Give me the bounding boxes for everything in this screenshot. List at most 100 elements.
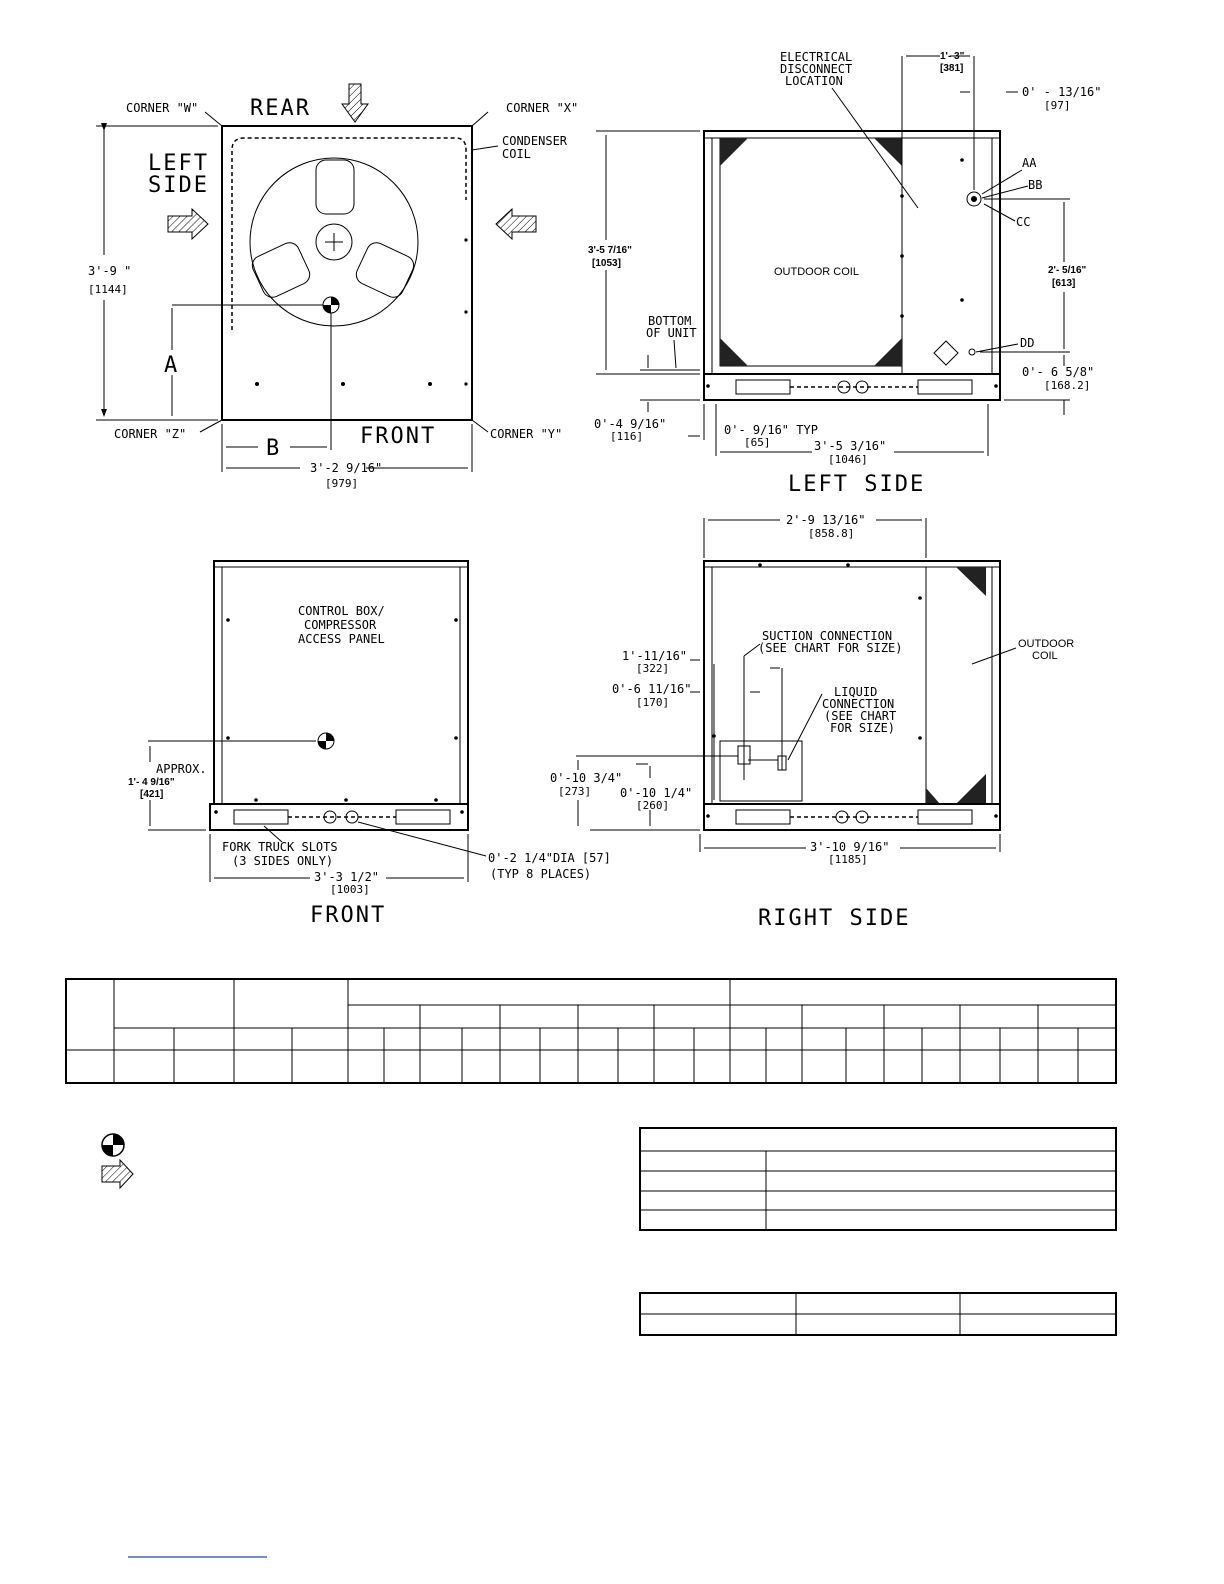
liquid-label-2: CONNECTION (822, 697, 894, 711)
fan-blade (251, 242, 311, 298)
panel-label-3: ACCESS PANEL (298, 632, 385, 646)
lift-hole (323, 810, 337, 824)
approx-dimension-mm: [421] (140, 789, 163, 800)
rs-width-dimension-mm: [858.8] (808, 527, 854, 540)
service-valve-box (719, 740, 803, 802)
bottom-label-1: BOTTOM (648, 314, 691, 328)
unit-outline (703, 560, 1001, 805)
fan-orifice (249, 157, 419, 327)
rs-dim-1: 1'-11/16" (622, 649, 687, 663)
connection-aa-icon (966, 191, 982, 207)
corner-w-label: CORNER "W" (126, 101, 198, 115)
height-dimension-mm: [1144] (88, 283, 128, 296)
rs-dim-3: 0'-10 3/4" (550, 771, 622, 785)
rs-dim-1-mm: [322] (636, 662, 669, 675)
typ-dimension: 0'- 9/16" TYP (724, 423, 818, 437)
front-title: FRONT (310, 903, 386, 928)
front-width-dimension: 3'-3 1/2" (314, 870, 379, 884)
bb-label: BB (1028, 178, 1042, 192)
dimension-b: B (266, 436, 281, 461)
airflow-arrow-icon (341, 83, 369, 123)
unit-outline (703, 130, 1001, 375)
corner-y-label: CORNER "Y" (490, 427, 562, 441)
right-top-dimension-mm: [97] (1044, 99, 1071, 112)
airflow-arrow-icon (167, 207, 209, 241)
left-side-label: LEFT (148, 151, 209, 176)
height-dimension: 3'-9 " (88, 264, 131, 278)
dimension-table (65, 978, 1117, 1084)
unit-outline (213, 560, 469, 805)
base-rail (209, 803, 469, 831)
aa-label: AA (1022, 156, 1037, 170)
dd-label: DD (1020, 336, 1034, 350)
hole-dia-label: 0'-2 1/4"DIA [57] (488, 851, 611, 865)
right-side-title: RIGHT SIDE (758, 906, 910, 931)
base-dimension-mm: [116] (610, 430, 643, 443)
unit-outline (221, 125, 473, 421)
rs-length-dimension-mm: [1185] (828, 853, 868, 866)
rs-width-dimension: 2'-9 13/16" (786, 513, 865, 527)
rs-length-dimension: 3'-10 9/16" (810, 840, 889, 854)
base-rail (703, 803, 1001, 831)
connection-dd-icon (968, 348, 976, 356)
suction-label-2: (SEE CHART FOR SIZE) (758, 641, 903, 655)
suction-label-1: SUCTION CONNECTION (762, 629, 892, 643)
right-top-dimension: 0' - 13/16" (1022, 85, 1101, 99)
ls-height-dimension-mm: [1053] (592, 258, 621, 269)
rs-dim-2-mm: [170] (636, 696, 669, 709)
left-side-view (596, 55, 1070, 456)
corner-z-label: CORNER "Z" (114, 427, 186, 441)
liquid-label-3: (SEE CHART (824, 709, 896, 723)
liquid-label-4: FOR SIZE) (830, 721, 895, 735)
condenser-label: CONDENSER (502, 134, 568, 148)
rs-dim-4-mm: [260] (636, 799, 669, 812)
center-of-gravity-icon (317, 732, 335, 750)
width-dimension-mm: [979] (325, 477, 358, 490)
front-view (148, 560, 487, 882)
legend-symbols (101, 1133, 134, 1190)
left-side-label-2: SIDE (148, 173, 209, 198)
top-dimension-mm: [381] (940, 63, 963, 74)
connection-table (639, 1127, 1117, 1231)
right-mid-dimension-mm: [613] (1052, 278, 1075, 289)
center-of-gravity-icon (101, 1133, 125, 1157)
rs-outdoor-label-2: COIL (1032, 650, 1058, 662)
length-dimension-mm: [1046] (828, 453, 868, 466)
rs-dim-3-mm: [273] (558, 785, 591, 798)
right-bottom-dimension-mm: [168.2] (1044, 379, 1090, 392)
fan-blade (315, 159, 355, 215)
right-mid-dimension: 2'- 5/16" (1048, 265, 1087, 276)
top-dimension: 1'- 3" (940, 51, 965, 62)
dimension-a: A (164, 353, 179, 378)
fan-blade (355, 242, 415, 298)
weight-table (639, 1292, 1117, 1336)
airflow-arrow-icon (101, 1158, 134, 1190)
approx-dimension: 1'- 4 9/16" (128, 777, 175, 788)
lift-hole (345, 810, 359, 824)
outdoor-coil-label: OUTDOOR COIL (774, 266, 859, 278)
bottom-label-2: OF UNIT (646, 326, 697, 340)
right-side-view (576, 518, 1017, 852)
hole-typ-label: (TYP 8 PLACES) (490, 867, 591, 881)
rear-label: REAR (250, 96, 311, 121)
approx-label: APPROX. (156, 762, 207, 776)
cc-label: CC (1016, 215, 1030, 229)
base-rail (703, 373, 1001, 401)
outdoor-coil-panel (925, 566, 993, 805)
left-side-title: LEFT SIDE (788, 472, 925, 497)
right-bottom-dimension: 0'- 6 5/8" (1022, 365, 1094, 379)
fan-hub (315, 223, 353, 261)
top-view (96, 83, 537, 472)
corner-x-label: CORNER "X" (506, 101, 578, 115)
coil-label: COIL (502, 147, 531, 161)
panel-label-2: COMPRESSOR (304, 618, 377, 632)
airflow-arrow-icon (495, 207, 537, 241)
panel-label-1: CONTROL BOX/ (298, 604, 385, 618)
condenser-coil-outline (231, 137, 467, 330)
rs-outdoor-label-1: OUTDOOR (1018, 638, 1074, 650)
center-of-gravity-icon (322, 296, 340, 314)
length-dimension: 3'-5 3/16" (814, 439, 886, 453)
ls-height-dimension: 3'-5 7/16" (588, 245, 632, 256)
electrical-label-3: LOCATION (785, 74, 843, 88)
outdoor-coil-panel (719, 137, 903, 367)
